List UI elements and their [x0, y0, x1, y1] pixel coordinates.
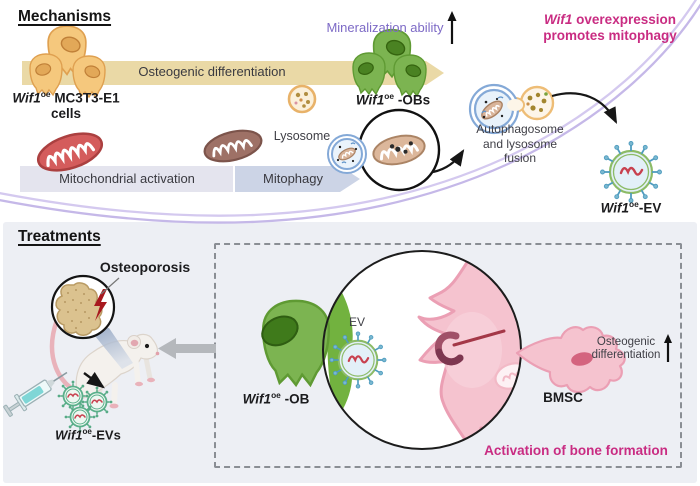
magnifier-circle-icon: [357, 108, 441, 192]
mito-activation-label: Mitochondrial activation: [59, 171, 195, 186]
preosteoblast-cells-icon: [29, 25, 106, 98]
injection-arrow-icon: [83, 371, 105, 389]
autophagosome-icon: [327, 134, 367, 174]
mitophagy-label: Mitophagy: [263, 171, 323, 186]
purple-arc-icon: [0, 0, 700, 224]
gray-arrow-icon: [158, 338, 216, 359]
ev-small-label: EV: [348, 315, 366, 329]
obs-label: Wif1oe -OBs: [355, 91, 431, 108]
signal-line: [452, 329, 506, 347]
activation-label: Activation of bone formation: [484, 443, 668, 458]
mechanisms-heading: Mechanisms: [18, 8, 112, 25]
osteoporosis-label: Osteoporosis: [99, 259, 191, 275]
mitophagy-band: [235, 166, 360, 192]
bone-osteoporosis-icon: [50, 274, 120, 340]
osteoblast-cells-icon: [352, 28, 427, 97]
zoom-callout-box: [214, 243, 682, 468]
ev-label: Wif1oe-EV: [600, 199, 662, 216]
ev-particle-icon: [601, 142, 662, 203]
curved-arrow-icon: [551, 92, 617, 124]
promo-title: Wif1 overexpression promotes mitophagy: [543, 12, 677, 43]
fusion-vesicle-icon: [468, 83, 555, 135]
curved-arrow-icon: [432, 149, 465, 174]
osteo-diff-label: Osteogenic differentiation: [591, 336, 661, 361]
ob-cell-icon: [261, 299, 331, 387]
up-arrow-icon: [664, 334, 672, 362]
zoom-cone: [86, 325, 133, 369]
evs-label: Wif1oe-EVs: [55, 427, 121, 443]
mineralization-label: Mineralization ability: [326, 20, 444, 35]
syringe-icon: [3, 371, 68, 417]
lysosome-icon: [287, 84, 317, 114]
osteogenic-band-label: Osteogenic differentiation: [138, 64, 286, 79]
bmsc-cell-icon: [515, 326, 626, 394]
bmsc-label: BMSC: [543, 390, 583, 405]
fusion-label: Autophagosome and lysosome fusion: [476, 122, 564, 165]
treatments-heading: Treatments: [18, 228, 101, 245]
mitochondrion-brown-icon: [203, 129, 263, 163]
mc3t3-cells-label: Wif1oe MC3T3-E1 cells: [12, 89, 120, 122]
up-arrow-icon: [447, 11, 457, 44]
ob-label: Wif1oe -OB: [242, 390, 310, 407]
osteogenic-differentiation-band: [22, 61, 444, 85]
lightning-icon: [94, 289, 107, 321]
lysosome-label: Lysosome: [273, 129, 331, 143]
mitochondrion-red-icon: [36, 132, 104, 172]
